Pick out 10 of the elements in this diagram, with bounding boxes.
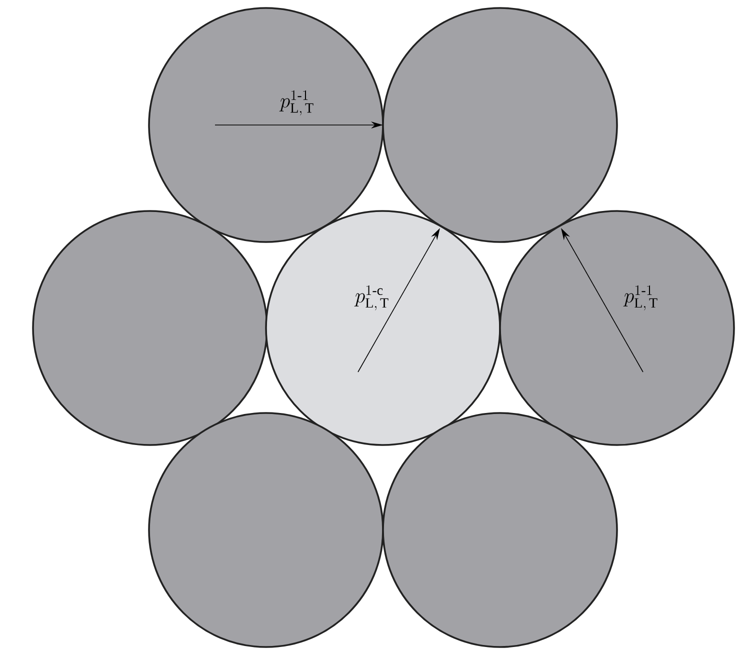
force-label: $p_{\mathrm{L,\,T}}^{1\text{-}1}$ — [623, 285, 658, 310]
wire-circle — [148, 7, 384, 243]
force-label: $p_{\mathrm{L,\,T}}^{1\text{-c}}$ — [354, 285, 388, 310]
wire-circle — [499, 210, 735, 446]
wire-circle — [382, 7, 618, 243]
wire-circle — [32, 210, 268, 446]
force-label: $p_{\mathrm{L,\,T}}^{1\text{-}1}$ — [279, 90, 314, 116]
wire-circle — [148, 412, 384, 648]
wire-circle — [382, 412, 618, 648]
wire-circle — [265, 210, 501, 446]
